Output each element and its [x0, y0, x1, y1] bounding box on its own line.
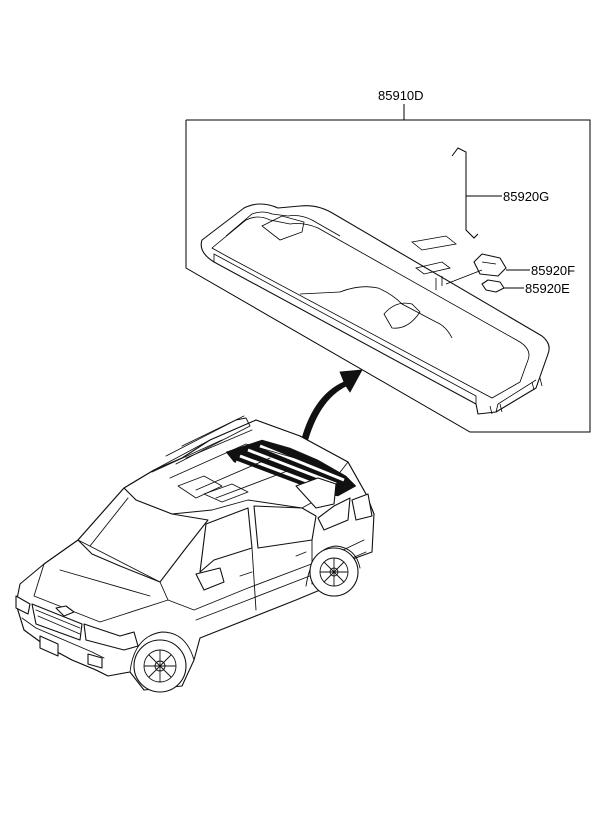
leader-lamp	[445, 269, 483, 285]
vehicle-illustration	[15, 415, 375, 693]
label-85920f: 85920F	[531, 263, 575, 278]
label-85920e: 85920E	[525, 281, 570, 296]
package-tray	[200, 203, 550, 415]
label-85920g: 85920G	[503, 189, 549, 204]
lamp-lens	[481, 279, 524, 293]
lamp-housing	[473, 253, 530, 277]
location-arrow	[299, 369, 363, 447]
label-85910d: 85910D	[378, 88, 424, 103]
wire-harness	[451, 147, 502, 239]
assembly-frame	[185, 119, 591, 433]
